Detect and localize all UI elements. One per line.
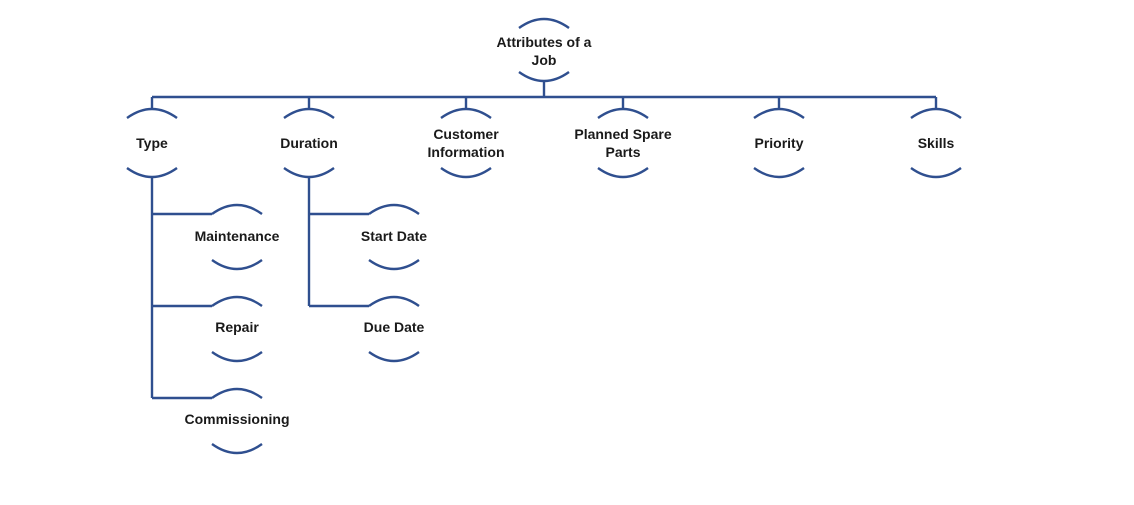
skills-arc-top — [910, 107, 962, 119]
root-arc-bottom — [518, 71, 570, 83]
customer-arc-top — [440, 107, 492, 119]
commissioning-label: Commissioning — [184, 411, 290, 427]
duration-arc-bottom — [283, 167, 335, 179]
priority-arc-bottom — [753, 167, 805, 179]
customer-label-line1: Customer — [433, 126, 499, 142]
due-date-arc-bottom — [368, 351, 420, 363]
start-date-arc-bottom — [368, 259, 420, 271]
type-arc-top — [126, 107, 178, 119]
maintenance-arc-top — [211, 203, 263, 215]
parts-label-line1: Planned Spare — [574, 126, 672, 142]
parts-arc-top — [597, 107, 649, 119]
repair-label: Repair — [215, 319, 259, 335]
duration-label: Duration — [280, 135, 338, 151]
duration-arc-top — [283, 107, 335, 119]
root-arc-top — [518, 17, 570, 29]
start-date-arc-top — [368, 203, 420, 215]
customer-arc-bottom — [440, 167, 492, 179]
root-label-line1: Attributes of a — [496, 34, 592, 50]
skills-arc-bottom — [910, 167, 962, 179]
due-date-label: Due Date — [363, 319, 425, 335]
type-arc-bottom — [126, 167, 178, 179]
due-date-arc-top — [368, 295, 420, 307]
root-label: Attributes of a Job — [474, 33, 614, 69]
root-label-line2: Job — [531, 52, 557, 68]
customer-label-line2: Information — [427, 144, 505, 160]
priority-arc-top — [753, 107, 805, 119]
customer-information-label: Customer Information — [401, 125, 531, 161]
planned-spare-parts-label: Planned Spare Parts — [553, 125, 693, 161]
type-label: Type — [136, 135, 168, 151]
priority-label: Priority — [754, 135, 804, 151]
parts-arc-bottom — [597, 167, 649, 179]
repair-arc-top — [211, 295, 263, 307]
maintenance-label: Maintenance — [194, 228, 280, 244]
skills-label: Skills — [917, 135, 955, 151]
maintenance-arc-bottom — [211, 259, 263, 271]
commissioning-arc-top — [211, 387, 263, 399]
start-date-label: Start Date — [360, 228, 428, 244]
parts-label-line2: Parts — [605, 144, 641, 160]
repair-arc-bottom — [211, 351, 263, 363]
commissioning-arc-bottom — [211, 443, 263, 455]
